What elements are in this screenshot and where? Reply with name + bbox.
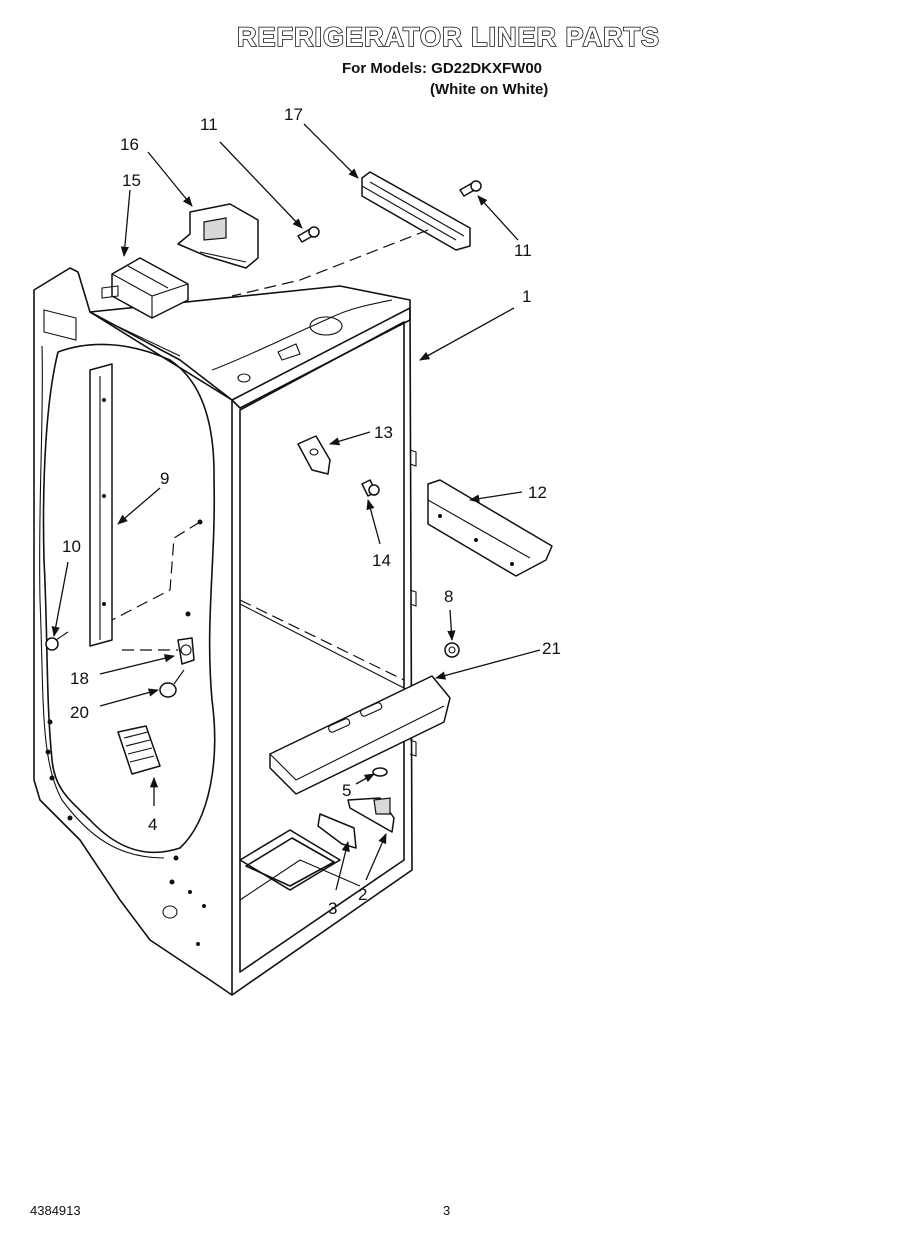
part-14-screw	[361, 479, 380, 497]
part-18-bulb-socket	[177, 637, 195, 665]
part-3-bracket	[317, 813, 357, 849]
doc-number: 4384913	[30, 1203, 81, 1218]
callout-4: 4	[148, 815, 157, 834]
liner-cabinet	[33, 267, 417, 996]
callout-2: 2	[358, 885, 367, 904]
part-12-channel	[427, 479, 553, 577]
callout-3: 3	[328, 899, 337, 918]
part-4-grille	[117, 725, 161, 775]
dash-17	[231, 229, 429, 297]
callout-16: 16	[120, 135, 139, 154]
callout-17: 17	[284, 105, 303, 124]
part-11-screw-b	[459, 180, 482, 197]
part-2-bracket	[347, 797, 395, 833]
callout-13: 13	[374, 423, 393, 442]
callout-8: 8	[444, 587, 453, 606]
callout-9: 9	[160, 469, 169, 488]
part-10-screw	[45, 631, 69, 651]
part-11-screw-a	[297, 226, 320, 243]
part-20-bulb	[159, 669, 185, 698]
part-21-cover	[269, 675, 451, 795]
page-number: 3	[443, 1203, 451, 1218]
models-line: For Models: GD22DKXFW00	[342, 60, 543, 77]
callout-labels: 11 17 16 15 11 1 13 12 9 14 10 8 21 18 2…	[62, 105, 561, 918]
callout-14: 14	[372, 551, 391, 570]
callout-18: 18	[70, 669, 89, 688]
part-16-bracket	[177, 203, 259, 269]
part-13-bracket	[297, 435, 331, 475]
callout-21: 21	[542, 639, 561, 658]
part-9-rail	[89, 363, 203, 647]
color-line: (White on White)	[430, 81, 549, 98]
callout-11-right: 11	[514, 241, 532, 260]
callout-15: 15	[122, 171, 141, 190]
callout-5: 5	[342, 781, 351, 800]
leader-lines	[51, 123, 541, 891]
callout-12: 12	[528, 483, 547, 502]
part-5-grommet	[372, 767, 388, 777]
diagram-title: REFRIGERATOR LINER PARTS	[236, 21, 660, 53]
callout-1: 1	[522, 287, 531, 306]
callout-10: 10	[62, 537, 81, 556]
callout-11-top: 11	[200, 115, 218, 134]
callout-20: 20	[70, 703, 89, 722]
part-15-control-housing	[101, 257, 189, 319]
part-17-channel	[361, 171, 471, 251]
part-8-screw	[444, 642, 460, 658]
